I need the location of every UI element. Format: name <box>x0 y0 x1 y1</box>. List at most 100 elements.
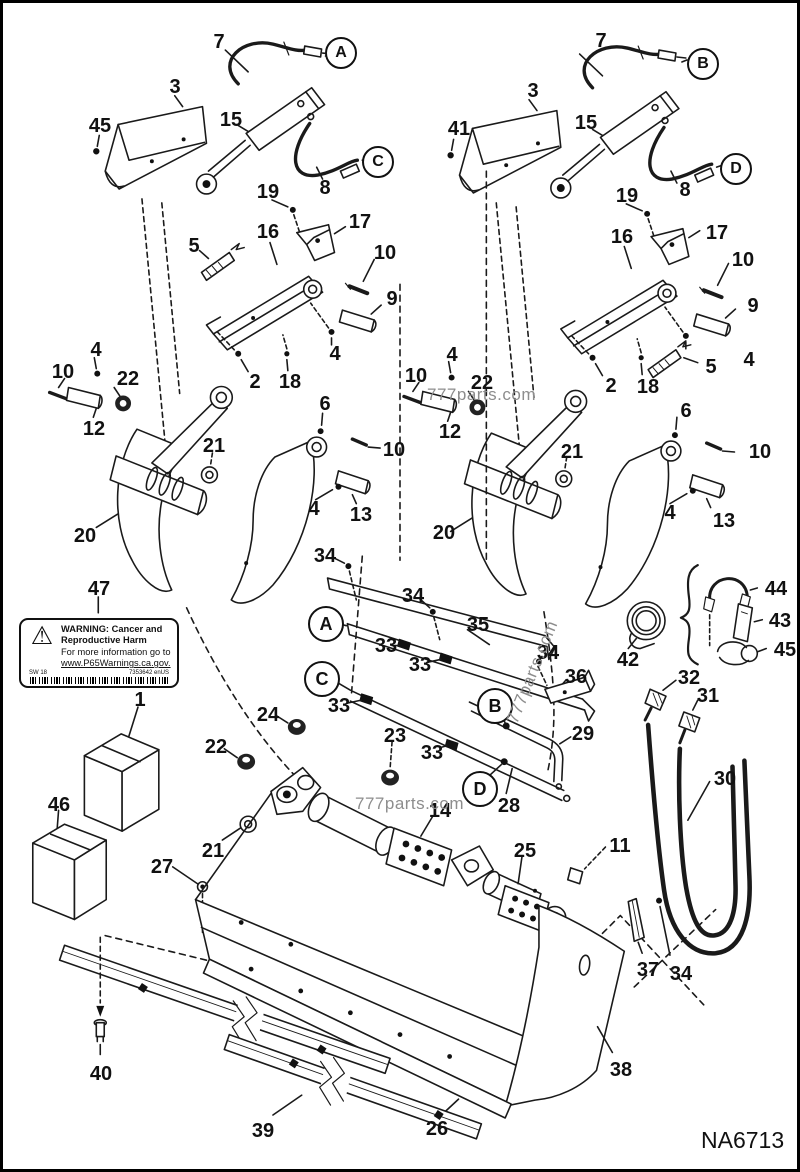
callout-25: 25 <box>513 840 537 862</box>
callout-2: 2 <box>605 375 617 397</box>
callout-9: 9 <box>386 288 398 310</box>
callout-45: 45 <box>88 115 112 137</box>
callout-21: 21 <box>202 435 226 457</box>
callout-4: 4 <box>664 502 676 524</box>
callout-4: 4 <box>329 343 341 365</box>
callout-10: 10 <box>731 249 755 271</box>
callout-18: 18 <box>636 376 660 398</box>
callout-35: 35 <box>466 614 490 636</box>
callout-4: 4 <box>743 349 755 371</box>
callout-14: 14 <box>428 800 452 822</box>
callout-4: 4 <box>308 498 320 520</box>
callout-33: 33 <box>420 742 444 764</box>
balloon-D: D <box>462 771 498 807</box>
callout-9: 9 <box>747 295 759 317</box>
bucket-assembly <box>58 715 626 1140</box>
warning-triangle-icon: ⚠ <box>30 622 54 650</box>
callout-21: 21 <box>560 441 584 463</box>
callout-45: 45 <box>773 639 797 661</box>
balloon-C: C <box>362 146 394 178</box>
callout-24: 24 <box>256 704 280 726</box>
callout-31: 31 <box>696 685 720 707</box>
callout-18: 18 <box>278 371 302 393</box>
callout-4: 4 <box>446 344 458 366</box>
callout-10: 10 <box>748 441 772 463</box>
callout-7: 7 <box>595 30 607 52</box>
callout-13: 13 <box>712 510 736 532</box>
callout-26: 26 <box>425 1118 449 1140</box>
callout-33: 33 <box>408 654 432 676</box>
callout-41: 41 <box>447 118 471 140</box>
callout-20: 20 <box>73 525 97 547</box>
callout-17: 17 <box>348 211 372 233</box>
callout-1: 1 <box>134 689 146 711</box>
warning-footer: SW 18 7353642 enUS <box>29 669 169 676</box>
callout-44: 44 <box>764 578 788 600</box>
callout-38: 38 <box>609 1059 633 1081</box>
hose-clamp-kit <box>626 564 768 666</box>
callout-19: 19 <box>615 185 639 207</box>
callout-33: 33 <box>327 695 351 717</box>
barcode <box>30 676 168 684</box>
callout-43: 43 <box>768 610 792 632</box>
callout-21: 21 <box>201 840 225 862</box>
callout-8: 8 <box>679 179 691 201</box>
balloon-A: A <box>308 606 344 642</box>
callout-15: 15 <box>574 112 598 134</box>
callout-22: 22 <box>470 372 494 394</box>
construction-lines <box>103 170 717 1006</box>
callout-5: 5 <box>188 235 200 257</box>
callout-10: 10 <box>382 439 406 461</box>
callout-47: 47 <box>87 578 111 600</box>
watermark: 777parts.com <box>355 794 464 813</box>
callout-2: 2 <box>249 371 261 393</box>
callout-5: 5 <box>705 356 717 378</box>
callout-3: 3 <box>169 76 181 98</box>
balloon-A: A <box>325 37 357 69</box>
callout-8: 8 <box>319 177 331 199</box>
callout-37: 37 <box>636 959 660 981</box>
diagram-art <box>31 40 768 1140</box>
callout-12: 12 <box>82 418 106 440</box>
balloon-B: B <box>477 688 513 724</box>
callout-39: 39 <box>251 1120 275 1142</box>
callout-33: 33 <box>374 635 398 657</box>
callout-7: 7 <box>213 31 225 53</box>
callout-34: 34 <box>401 585 425 607</box>
callout-20: 20 <box>432 522 456 544</box>
callout-13: 13 <box>349 504 373 526</box>
callout-36: 36 <box>564 666 588 688</box>
callout-23: 23 <box>383 725 407 747</box>
callout-3: 3 <box>527 80 539 102</box>
callout-12: 12 <box>438 421 462 443</box>
callout-40: 40 <box>89 1063 113 1085</box>
callout-15: 15 <box>219 109 243 131</box>
figure-code: NA6713 <box>701 1127 785 1153</box>
callout-19: 19 <box>256 181 280 203</box>
callout-17: 17 <box>705 222 729 244</box>
crossbar-and-tubes <box>326 556 596 803</box>
callout-46: 46 <box>47 794 71 816</box>
callout-34: 34 <box>536 642 560 664</box>
callout-11: 11 <box>609 835 631 857</box>
callout-28: 28 <box>497 795 521 817</box>
callout-10: 10 <box>404 365 428 387</box>
callout-32: 32 <box>677 667 701 689</box>
callout-34: 34 <box>669 963 693 985</box>
callout-16: 16 <box>610 226 634 248</box>
balloon-D: D <box>720 153 752 185</box>
balloon-C: C <box>304 661 340 697</box>
parts-boxes <box>31 733 160 921</box>
callout-6: 6 <box>319 393 331 415</box>
callout-30: 30 <box>713 768 737 790</box>
warning-heading: WARNING: Cancer and Reproductive Harm <box>61 624 163 645</box>
callout-6: 6 <box>680 400 692 422</box>
callout-42: 42 <box>616 649 640 671</box>
prop65-warning-label: ⚠ WARNING: Cancer and Reproductive Harm … <box>19 618 179 688</box>
callout-27: 27 <box>150 856 174 878</box>
callout-10: 10 <box>51 361 75 383</box>
callout-10: 10 <box>373 242 397 264</box>
callout-22: 22 <box>116 368 140 390</box>
balloon-B: B <box>687 48 719 80</box>
